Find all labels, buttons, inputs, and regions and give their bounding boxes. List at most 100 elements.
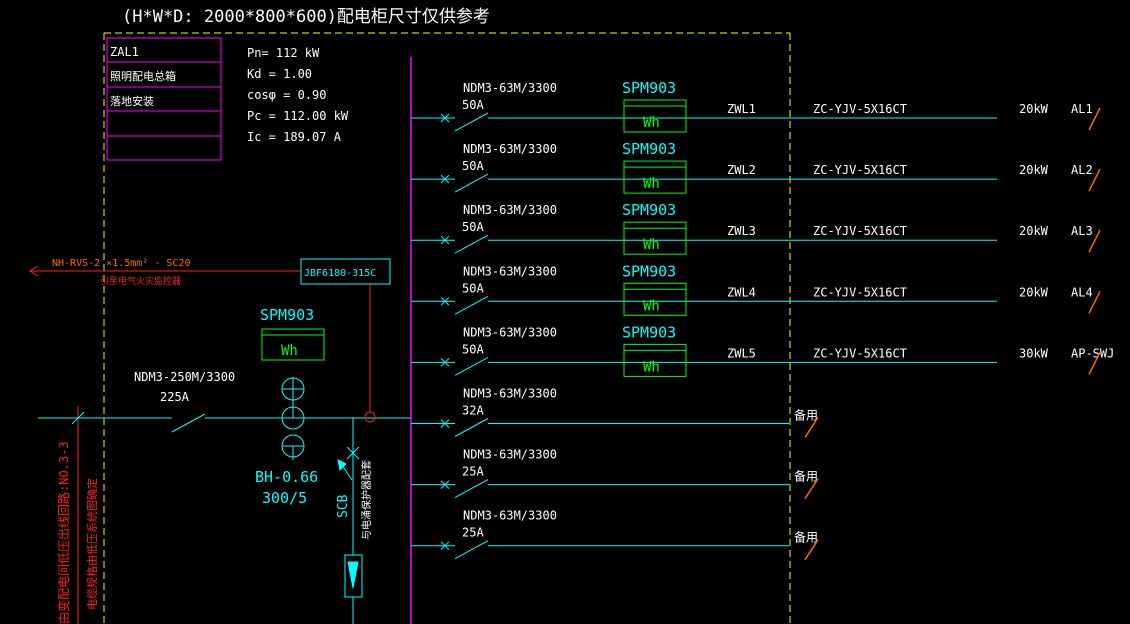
incoming-meter-symbol: Wh: [281, 343, 298, 359]
meter-box: [623, 160, 687, 194]
load-param: Pc = 112.00 kW: [247, 109, 349, 123]
incoming-source-note-2: 电缆规格由低压系统图确定: [85, 478, 99, 610]
meter-box: [623, 282, 687, 316]
markup-stroke: [1088, 290, 1101, 314]
fire-link-cable: NH-RVS-2 ×1.5mm² - SC20: [52, 258, 190, 269]
spare-label: 备用: [794, 470, 818, 484]
incoming-breaker-rating: 225A: [160, 390, 190, 404]
markup-stroke: [804, 478, 819, 500]
breaker-contact: [454, 234, 489, 254]
breaker-model: NDM3-63M/3300: [463, 448, 557, 462]
load-power: 20kW: [1019, 163, 1049, 177]
spd-label: SCB: [336, 494, 351, 518]
incoming-meter-label: SPM903: [260, 306, 314, 324]
incoming-meter-box: [261, 328, 325, 361]
meter-symbol: Wh: [643, 176, 660, 192]
load-param: cosφ = 0.90: [247, 88, 326, 102]
circuit-id: ZWL5: [727, 346, 756, 360]
outgoing-circuit: NDM3-63M/3300 32A 备用: [411, 387, 819, 438]
cabinet-frame: [103, 32, 791, 624]
cable-spec: ZC-YJV-5X16CT: [813, 224, 907, 238]
breaker-rating: 32A: [462, 404, 484, 418]
fire-link-note: 引至电气火灾监控器: [100, 275, 181, 287]
breaker-tick: [440, 419, 450, 428]
breaker-tick: [440, 174, 450, 184]
meter-label: SPM903: [622, 201, 676, 219]
meter-symbol: Wh: [643, 237, 660, 253]
ct-model: BH-0.66: [255, 468, 318, 486]
cabinet-name: ZAL1: [110, 45, 139, 59]
markup-stroke: [804, 417, 819, 438]
meter-box: [623, 99, 687, 133]
breaker-model: NDM3-63M/3300: [463, 81, 557, 95]
incoming-line: [38, 377, 411, 433]
breaker-rating: 50A: [462, 159, 484, 173]
destination-panel: AL4: [1071, 285, 1093, 299]
breaker-contact: [454, 540, 489, 560]
load-power: 20kW: [1019, 224, 1049, 238]
load-power: 20kW: [1019, 285, 1049, 299]
breaker-model: NDM3-63M/3300: [463, 325, 557, 339]
spare-label: 备用: [794, 409, 818, 423]
meter-label: SPM903: [622, 323, 676, 341]
destination-panel: AP-SWJ: [1071, 346, 1114, 360]
breaker-rating: 50A: [462, 220, 484, 234]
circuit-id: ZWL1: [727, 102, 756, 116]
breaker-rating: 50A: [462, 98, 484, 112]
breaker-tick: [440, 235, 450, 245]
markup-stroke: [1088, 229, 1101, 253]
meter-box: [623, 343, 687, 377]
fire-module-box: [300, 258, 391, 285]
diagram-title: (H*W*D: 2000*800*600)配电柜尺寸仅供参考: [122, 7, 490, 27]
breaker-model: NDM3-63M/3300: [463, 509, 557, 523]
meter-symbol: Wh: [643, 115, 660, 131]
fire-link-line: [29, 265, 376, 423]
spare-label: 备用: [794, 531, 818, 545]
meter-box: [623, 221, 687, 255]
breaker-contact: [454, 295, 489, 315]
load-param: Kd = 1.00: [247, 67, 312, 81]
breaker-contact: [454, 173, 489, 193]
breaker-tick: [440, 541, 450, 551]
breaker-rating: 25A: [462, 526, 484, 540]
cable-spec: ZC-YJV-5X16CT: [813, 102, 907, 116]
breaker-tick: [440, 296, 450, 306]
meter-symbol: Wh: [643, 359, 660, 375]
meter-label: SPM903: [622, 79, 676, 97]
cabinet-info-table: [106, 37, 222, 161]
fire-module-label: JBF6180-315C: [304, 268, 376, 279]
breaker-rating: 25A: [462, 465, 484, 479]
incoming-source-note: 由变配电间低压出线回路:NO.3-3: [56, 441, 71, 624]
breaker-contact: [454, 112, 489, 132]
breaker-model: NDM3-63M/3300: [463, 264, 557, 278]
cabinet-mount: 落地安装: [110, 94, 154, 108]
circuit-id: ZWL2: [727, 163, 756, 177]
meter-label: SPM903: [622, 262, 676, 280]
circuit-id: ZWL4: [727, 285, 756, 299]
breaker-rating: 50A: [462, 281, 484, 295]
breaker-contact: [454, 356, 489, 376]
destination-panel: AL2: [1071, 163, 1093, 177]
load-power: 30kW: [1019, 346, 1049, 360]
outgoing-circuit: NDM3-63M/3300 25A 备用: [411, 448, 819, 500]
breaker-model: NDM3-63M/3300: [463, 387, 557, 401]
cable-spec: ZC-YJV-5X16CT: [813, 285, 907, 299]
ct-ratio: 300/5: [262, 489, 307, 507]
breaker-tick: [440, 480, 450, 489]
destination-panel: AL3: [1071, 224, 1093, 238]
load-param: Pn= 112 kW: [247, 46, 320, 60]
breaker-contact: [454, 479, 489, 499]
breaker-rating: 50A: [462, 342, 484, 356]
cable-spec: ZC-YJV-5X16CT: [813, 163, 907, 177]
load-parameters: Pn= 112 kW Kd = 1.00 cosφ = 0.90 Pc = 112.0…: [247, 46, 349, 144]
destination-panel: AL1: [1071, 102, 1093, 116]
incoming-tick: [71, 411, 85, 425]
load-power: 20kW: [1019, 102, 1049, 116]
